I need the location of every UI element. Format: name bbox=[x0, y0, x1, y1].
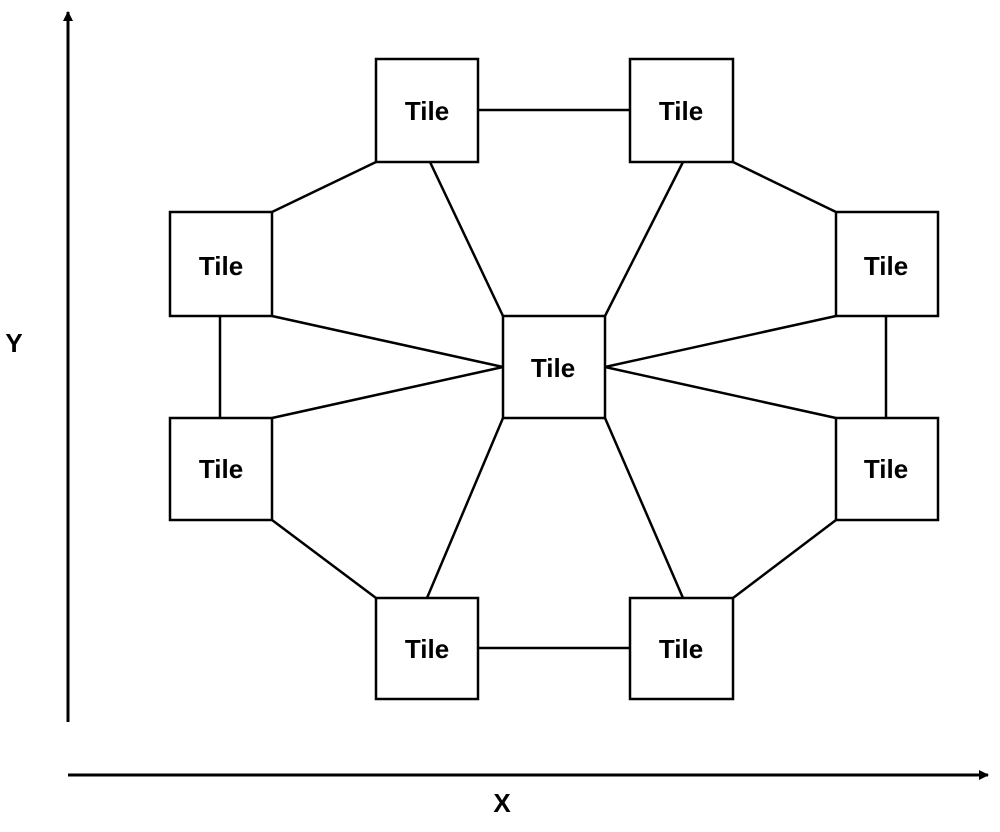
tile-label: Tile bbox=[864, 251, 908, 281]
connector-bottom-left-center bbox=[425, 417, 505, 599]
connector-upper-right-center bbox=[604, 314, 837, 369]
connector-upper-left-center bbox=[271, 314, 504, 369]
tile-box bbox=[374, 596, 480, 701]
tile-box bbox=[168, 416, 274, 522]
connector-group bbox=[218, 108, 888, 650]
connector-bottom-right-center bbox=[603, 417, 685, 599]
connector-lower-left-bottom-left bbox=[271, 519, 377, 599]
connector-top-left-center bbox=[428, 161, 505, 317]
tile-center: Tile bbox=[501, 314, 607, 420]
tile-label: Tile bbox=[199, 251, 243, 281]
tile-lower-right: Tile bbox=[834, 416, 940, 522]
tile-label: Tile bbox=[659, 96, 703, 126]
tile-label: Tile bbox=[659, 634, 703, 664]
tile-lower-left: Tile bbox=[168, 416, 274, 522]
tile-box bbox=[501, 314, 607, 420]
tile-label: Tile bbox=[864, 454, 908, 484]
x-axis-label: X bbox=[493, 788, 511, 818]
tile-box bbox=[168, 210, 274, 318]
tile-label: Tile bbox=[405, 634, 449, 664]
tile-label: Tile bbox=[405, 96, 449, 126]
tile-box bbox=[834, 416, 940, 522]
tile-bottom-right: Tile bbox=[628, 596, 735, 701]
tile-top-right: Tile bbox=[628, 57, 735, 164]
tile-label: Tile bbox=[531, 353, 575, 383]
tile-upper-right: Tile bbox=[834, 210, 940, 318]
tile-box bbox=[374, 57, 480, 164]
tile-box bbox=[628, 57, 735, 164]
tile-group: Tile Tile Tile Tile Tile Tile Tile Tile bbox=[168, 57, 940, 701]
tile-label: Tile bbox=[199, 454, 243, 484]
connector-top-right-upper-right bbox=[732, 160, 837, 214]
tile-box bbox=[628, 596, 735, 701]
connector-lower-right-center bbox=[604, 365, 837, 420]
tile-bottom-left: Tile bbox=[374, 596, 480, 701]
connector-lower-left-center bbox=[271, 365, 504, 420]
connector-top-left-upper-left bbox=[271, 160, 377, 214]
connector-top-right-center bbox=[603, 161, 685, 317]
tile-box bbox=[834, 210, 940, 318]
connector-lower-right-bottom-right bbox=[732, 519, 837, 599]
axes: Y X bbox=[5, 11, 989, 818]
tile-upper-left: Tile bbox=[168, 210, 274, 318]
y-axis-label: Y bbox=[5, 328, 22, 358]
tile-top-left: Tile bbox=[374, 57, 480, 164]
